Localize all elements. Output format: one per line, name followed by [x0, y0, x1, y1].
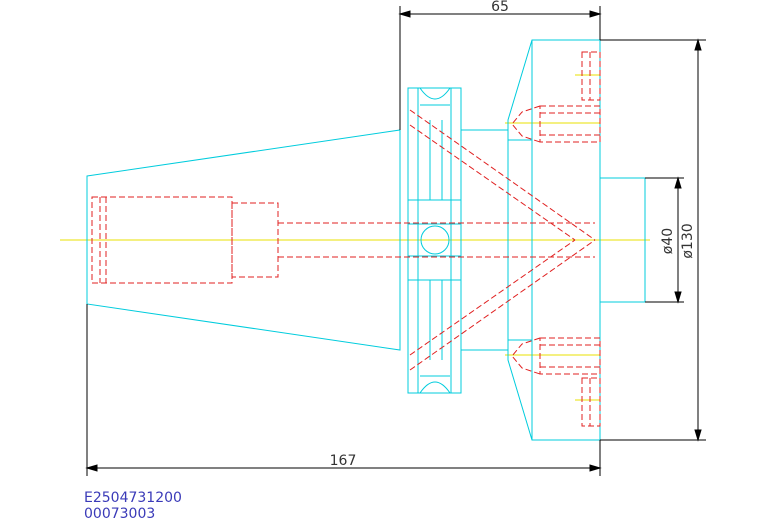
- bottom-bolt-drill-point: [511, 337, 541, 375]
- v-channel-inner-top: [409, 124, 576, 241]
- v-channel-inner-bottom: [409, 239, 576, 356]
- top-bolt-hole: [539, 105, 601, 143]
- dim-65-arrow-right: [589, 10, 602, 18]
- pilot: [599, 177, 646, 303]
- dim-40-arrow-top: [674, 176, 682, 189]
- drawing-code-line-2: 00073003: [84, 506, 156, 522]
- centerlines: [60, 74, 650, 401]
- dim-40-label: ø40: [660, 228, 676, 254]
- dim-65-label: 65: [491, 0, 509, 15]
- bottom-pin-hole: [581, 377, 601, 427]
- v-channel-outer-bottom: [409, 239, 596, 371]
- cross-hole: [420, 225, 450, 255]
- top-pin-hole: [581, 51, 601, 101]
- dimension-lines: [85, 6, 706, 476]
- dim-40-arrow-bottom: [674, 291, 682, 304]
- v-groove-top: [419, 87, 451, 100]
- bottom-bolt-hole: [539, 337, 601, 375]
- dim-167-arrow-left: [85, 464, 98, 472]
- top-bolt-drill-point: [511, 105, 541, 143]
- dim-65-arrow-left: [398, 10, 411, 18]
- shank-counterbore: [231, 202, 279, 278]
- dim-130-arrow-top: [694, 38, 702, 51]
- dim-130-arrow-bottom: [694, 429, 702, 442]
- dim-167-arrow-right: [589, 464, 602, 472]
- drawing-code-line-1: E2504731200: [84, 490, 182, 506]
- dim-130-label: ø130: [680, 223, 696, 258]
- dim-167-label: 167: [330, 453, 357, 469]
- hidden-lines: [91, 51, 601, 427]
- tool-holder-outline: [86, 39, 646, 441]
- v-groove-bottom: [419, 381, 451, 394]
- v-channel-outer-top: [409, 109, 596, 241]
